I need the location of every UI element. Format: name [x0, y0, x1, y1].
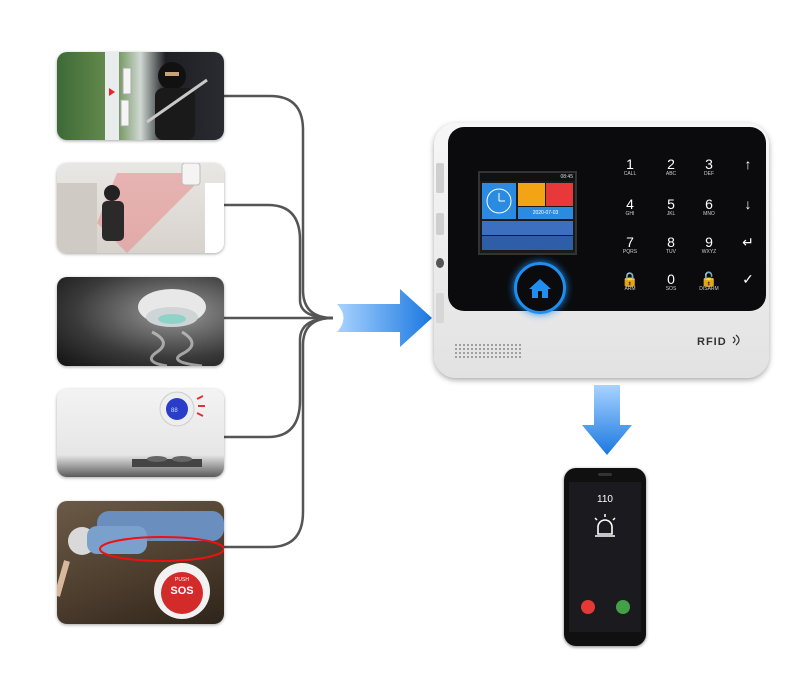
connector-line-4	[224, 316, 334, 439]
keypad-key-digit: 8	[667, 234, 675, 250]
rfid-label: RFID	[697, 334, 741, 348]
lcd-row-2	[482, 236, 573, 250]
lcd-row-1	[482, 221, 573, 235]
arrow-down-icon	[582, 385, 632, 455]
keypad-key-sub: MNO	[703, 211, 715, 217]
home-icon	[529, 279, 551, 298]
lcd-tile-clock	[482, 183, 516, 219]
keypad-key-sub: GHI	[625, 211, 635, 217]
arrow-right-icon	[337, 289, 432, 347]
sos-label: SOS	[170, 585, 194, 597]
connector-line-1	[224, 94, 334, 320]
speaker-grille	[454, 343, 522, 359]
keypad-key-digit: ↓	[744, 196, 752, 212]
keypad-key-digit: 2	[667, 156, 675, 172]
smartphone: 110	[564, 468, 646, 646]
keypad-key-sub: DEF	[704, 171, 714, 177]
keypad-key-sub: JKL	[666, 211, 676, 217]
rfid-wave-icon	[732, 334, 740, 346]
keypad-key-sub: DISARM	[699, 286, 719, 292]
keypad-key[interactable]: ✓	[728, 272, 768, 286]
accept-call-button[interactable]	[616, 600, 630, 614]
side-buttons	[436, 163, 444, 323]
keypad-key-digit: 3	[705, 156, 713, 172]
keypad-key-digit: 9	[705, 234, 713, 250]
keypad-key-sub: ABC	[665, 171, 677, 177]
keypad-key-digit: ↵	[742, 234, 754, 250]
keypad-key-sub: ARM	[624, 286, 636, 292]
home-button[interactable]	[514, 262, 566, 314]
keypad-key-digit: ✓	[742, 271, 754, 287]
thumbnail-door-sensor	[57, 52, 224, 140]
svg-text:88: 88	[171, 408, 178, 414]
keypad-key-digit: 6	[705, 196, 713, 212]
lcd-tile-orange	[518, 183, 545, 206]
keypad-key-digit: 1	[626, 156, 634, 172]
lcd-screen: 08:45 2020-07-03	[478, 171, 577, 255]
keypad-key-digit: 7	[626, 234, 634, 250]
connector-line-2	[224, 203, 334, 320]
keypad-key-digit: ↑	[744, 156, 752, 172]
keypad-key-digit: 0	[667, 271, 675, 287]
thumbnail-smoke-detector	[57, 277, 224, 366]
lcd-status-bar: 08:45	[480, 173, 575, 181]
thumbnail-motion-sensor	[57, 163, 224, 253]
thumbnail-gas-detector: 88	[57, 389, 224, 477]
phone-screen: 110	[569, 482, 641, 632]
keypad-key-sub: CALL	[623, 171, 637, 177]
keypad-key-digit: 🔒	[621, 271, 639, 287]
keypad-key-sub: PQRS	[622, 249, 638, 255]
keypad-key-sub: TUV	[666, 249, 676, 255]
lcd-tile-red	[546, 183, 573, 206]
connector-line-5	[224, 316, 334, 549]
keypad-key[interactable]: 🔒ARM	[610, 272, 650, 293]
keypad-key[interactable]: ↵	[728, 235, 768, 249]
keypad-key[interactable]: 🔓DISARM	[689, 272, 729, 293]
keypad-key-digit: 🔓	[700, 271, 718, 287]
alarm-siren-icon	[594, 514, 616, 537]
lcd-date: 2020-07-03	[518, 207, 573, 219]
thumbnail-sos-button: PUSH SOS	[57, 501, 224, 624]
keypad-key[interactable]: ↓	[728, 197, 768, 211]
keypad-key-digit: 4	[626, 196, 634, 212]
decline-call-button[interactable]	[581, 600, 595, 614]
keypad-key-digit: 5	[667, 196, 675, 212]
keypad-key-sub: WXYZ	[701, 249, 717, 255]
dialed-number: 110	[597, 494, 613, 505]
sos-top-label: PUSH	[175, 577, 189, 583]
keypad-key-sub: SOS	[665, 286, 677, 292]
keypad-key[interactable]: ↑	[728, 157, 768, 171]
